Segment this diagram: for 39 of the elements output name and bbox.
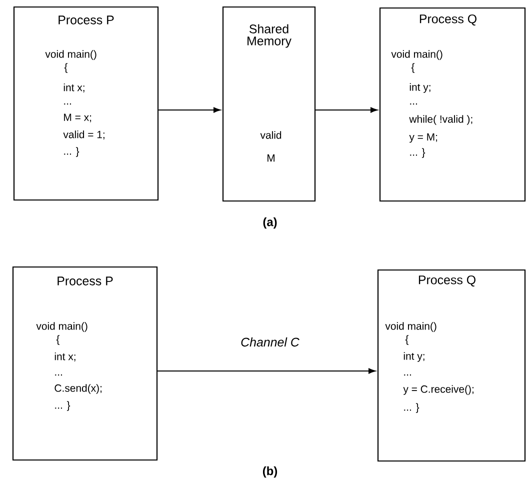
code-line: int y; [404, 352, 424, 362]
code-line: { [405, 335, 409, 345]
arrow [158, 368, 376, 374]
code-line: { [56, 335, 60, 345]
process-title: Process P [58, 16, 114, 24]
code-line: int x; [54, 352, 76, 362]
code-line: void main() [45, 50, 96, 60]
code-line: ... [64, 103, 71, 105]
memory-title: Shared Memory [248, 24, 292, 48]
code-line: int y; [410, 83, 430, 93]
code-line: M [268, 154, 274, 162]
code-line: void main() [391, 50, 442, 60]
arrow [316, 107, 378, 113]
panel-label: (b) [262, 466, 278, 478]
code-line: ... [410, 103, 417, 105]
code-line: ... } [404, 403, 420, 413]
code-line: y = C.receive(); [403, 385, 474, 395]
code-line: void main() [36, 322, 88, 332]
code-line: { [411, 63, 415, 73]
process-title: Process Q [418, 275, 476, 287]
code-line: { [64, 63, 68, 73]
code-line: int x; [64, 84, 84, 92]
code-line: ... [404, 374, 411, 376]
code-line: void main() [385, 322, 436, 332]
process-title: Process P [58, 276, 113, 286]
code-line: valid = 1; [63, 130, 104, 140]
code-line: ... } [55, 401, 70, 411]
code-line: ... [55, 374, 62, 376]
arrow [158, 107, 220, 113]
code-line: M = x; [64, 114, 92, 122]
process-title: Process Q [420, 14, 476, 26]
code-line: valid [260, 131, 282, 139]
edge-label: Channel C [240, 336, 300, 348]
code-line: y = M; [409, 133, 438, 143]
code-line: C.send(x); [54, 384, 102, 394]
code-line: ... } [64, 147, 80, 157]
panel-label: (a) [263, 217, 277, 229]
code-line: while( !valid ); [409, 115, 472, 125]
code-line: ... } [410, 148, 426, 158]
